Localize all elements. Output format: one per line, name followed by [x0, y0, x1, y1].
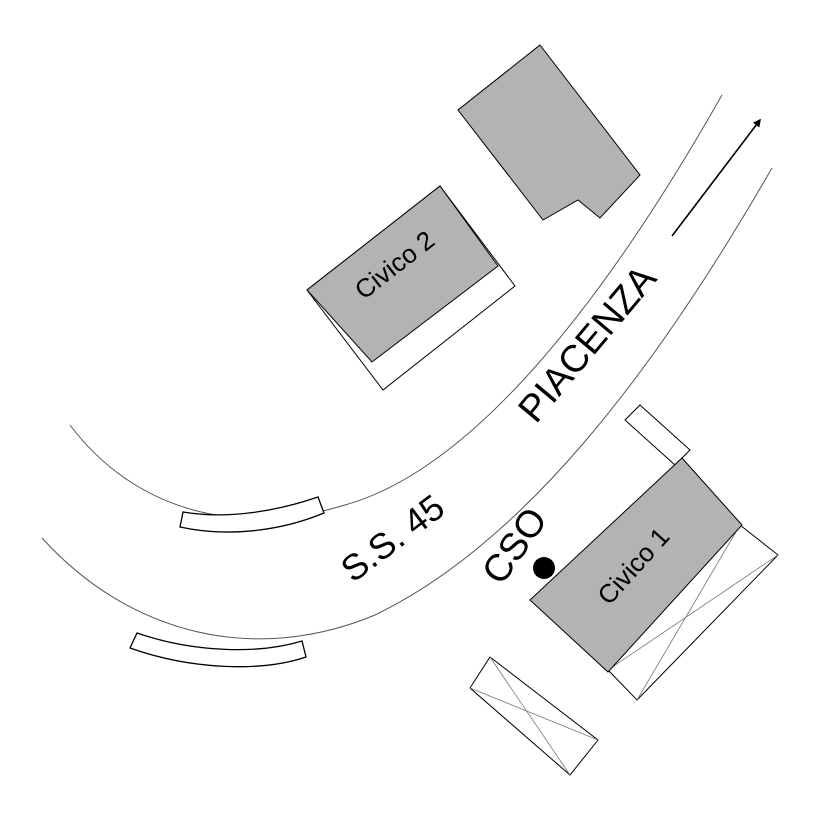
- bench-south: [129, 632, 307, 668]
- hatched-lot: [469, 656, 599, 776]
- building-civico-2: Civico 2: [306, 185, 516, 391]
- road-edge-north: [69, 94, 723, 520]
- city-label: PIACENZA: [511, 258, 666, 431]
- bench-north: [179, 496, 325, 533]
- road-name-label: S.S. 45: [333, 486, 452, 590]
- road-edge-south: [41, 167, 773, 640]
- direction-arrow-icon: [671, 118, 761, 237]
- small-structure: [624, 404, 691, 466]
- building-civico-1: Civico 1: [529, 457, 779, 701]
- cso-marker-icon: [533, 557, 555, 579]
- building-north: [457, 44, 641, 221]
